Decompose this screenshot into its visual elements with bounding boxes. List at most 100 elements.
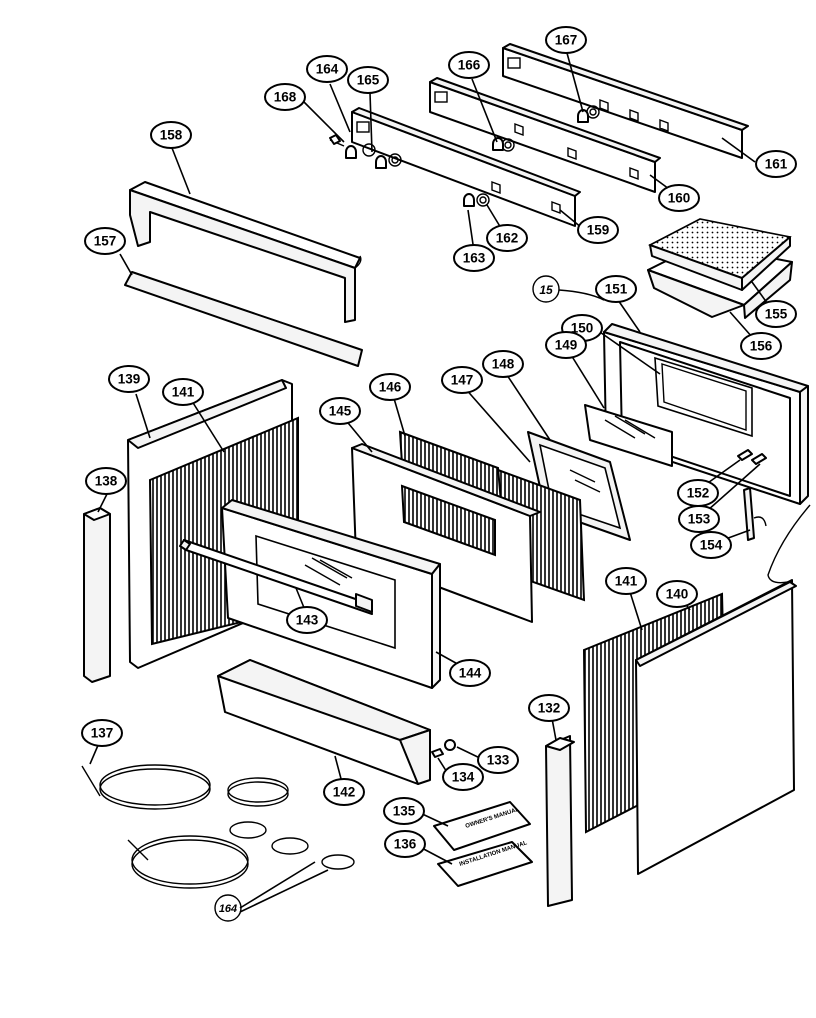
callout-label: 160 (668, 191, 691, 206)
window-149 (584, 404, 673, 467)
callout-label: 159 (587, 223, 610, 238)
callout-label: 139 (118, 372, 141, 387)
manual-135: OWNER'S MANUAL (433, 801, 531, 851)
callout-label: 137 (91, 726, 114, 741)
callout-165: 165 (347, 66, 389, 94)
callout-label: 149 (555, 338, 578, 353)
callout-label: 146 (379, 380, 402, 395)
handwritten-note-text: 164 (219, 903, 237, 915)
side-trim-138 (83, 507, 111, 683)
trim-strip-157 (124, 271, 363, 367)
callout-label: 147 (451, 373, 474, 388)
callout-155: 155 (755, 300, 797, 328)
callout-label: 151 (605, 282, 628, 297)
screws-133-134 (431, 739, 456, 758)
callout-label: 155 (765, 307, 788, 322)
callout-151: 151 (595, 275, 637, 303)
callout-146: 146 (369, 373, 411, 401)
broiler-grid-155 (648, 218, 792, 291)
callout-158: 158 (150, 121, 192, 149)
callout-139: 139 (108, 365, 150, 393)
callout-label: 158 (160, 128, 183, 143)
callout-161: 161 (755, 150, 797, 178)
handwritten-note-top: 15 (532, 275, 605, 303)
side-panel-140 (635, 579, 797, 875)
kick-panel-142 (217, 659, 431, 785)
callout-label: 133 (487, 753, 510, 768)
callout-162: 162 (486, 224, 528, 252)
callout-140: 140 (656, 580, 698, 608)
callout-label: 143 (296, 613, 319, 628)
callout-143: 143 (286, 606, 328, 634)
callout-133: 133 (477, 746, 519, 774)
hinge-parts (737, 449, 767, 541)
callout-156: 156 (740, 332, 782, 360)
callout-label: 168 (274, 90, 297, 105)
control-panel-middle (429, 77, 661, 193)
callout-label: 134 (452, 770, 475, 785)
top-trim-158 (129, 181, 362, 323)
callout-148: 148 (482, 350, 524, 378)
callout-label: 150 (571, 321, 594, 336)
callout-label: 141 (615, 574, 638, 589)
callout-label: 162 (496, 231, 519, 246)
callout-label: 154 (700, 538, 723, 553)
control-panel-upper (502, 43, 749, 159)
callout-label: 153 (688, 512, 711, 527)
callout-label: 148 (492, 357, 515, 372)
callout-label: 138 (95, 474, 118, 489)
callout-144: 144 (449, 659, 491, 687)
callout-142: 142 (323, 778, 365, 806)
callout-164: 164 (306, 55, 348, 83)
callout-135: 135 (383, 797, 425, 825)
callout-132: 132 (528, 694, 570, 722)
callout-136: 136 (384, 830, 426, 858)
callout-label: 167 (555, 33, 578, 48)
callout-152: 152 (677, 479, 719, 507)
callout-label: 142 (333, 785, 356, 800)
callout-label: 161 (765, 157, 788, 172)
callout-168: 168 (264, 83, 306, 111)
callout-label: 166 (458, 58, 481, 73)
callout-166: 166 (448, 51, 490, 79)
callout-label: 145 (329, 404, 352, 419)
callout-label: 164 (316, 62, 339, 77)
knobs (329, 109, 589, 207)
callout-138: 138 (85, 467, 127, 495)
callout-157: 157 (84, 227, 126, 255)
side-trim-132 (545, 735, 575, 907)
callout-label: 165 (357, 73, 380, 88)
callout-167: 167 (545, 26, 587, 54)
callout-label: 152 (687, 486, 710, 501)
callout-label: 132 (538, 701, 561, 716)
callout-label: 140 (666, 587, 689, 602)
callout-141-right: 141 (605, 567, 647, 595)
callout-149: 149 (545, 331, 587, 359)
control-panel-lower (351, 107, 581, 227)
callout-label: 157 (94, 234, 117, 249)
callout-145: 145 (319, 397, 361, 425)
wire-harness-137 (81, 764, 355, 889)
callout-label: 156 (750, 339, 773, 354)
callout-label: 144 (459, 666, 482, 681)
callouts: 167 164 168 165 166 161 160 159 162 163 … (81, 26, 797, 858)
callout-137: 137 (81, 719, 123, 747)
callout-160: 160 (658, 184, 700, 212)
callout-label: 141 (172, 385, 195, 400)
curved-edge-right (767, 504, 811, 584)
callout-147: 147 (441, 366, 483, 394)
callout-label: 163 (463, 251, 486, 266)
door-handle-143 (179, 539, 373, 615)
handwritten-note-text: 15 (539, 283, 553, 297)
callout-134: 134 (442, 763, 484, 791)
callout-159: 159 (577, 216, 619, 244)
callout-163: 163 (453, 244, 495, 272)
inner-door-145 (351, 443, 541, 623)
callout-154: 154 (690, 531, 732, 559)
callout-label: 136 (394, 837, 417, 852)
callout-153: 153 (678, 505, 720, 533)
callout-label: 135 (393, 804, 416, 819)
handwritten-note-bottom: 164 (214, 861, 329, 922)
callout-141-left: 141 (162, 378, 204, 406)
